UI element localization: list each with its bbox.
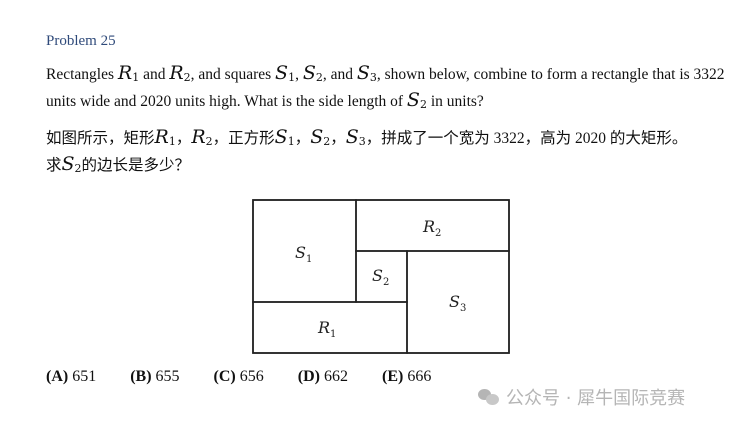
text: 如图所示，矩形 xyxy=(46,130,155,147)
math-S3: S3 xyxy=(356,62,377,84)
text: ， xyxy=(330,130,346,147)
label-r1: R1 xyxy=(317,318,336,340)
text: , xyxy=(295,66,303,83)
text: in units? xyxy=(426,93,484,110)
text: 的边长是多少？ xyxy=(81,157,191,174)
text: ，正方形 xyxy=(212,130,275,147)
choice-c: (C) 656 xyxy=(213,368,264,385)
watermark-text: 公众号 · 犀牛国际竞赛 xyxy=(506,388,686,409)
math-S3: S3 xyxy=(345,126,366,148)
math-S1: S1 xyxy=(274,126,295,148)
text: and xyxy=(139,66,170,83)
problem-statement-chinese: 如图所示，矩形R1，R2，正方形S1，S2，S3，拼成了一个宽为 3322，高为… xyxy=(46,126,726,180)
answer-choices: (A) 651 (B) 655 (C) 656 (D) 662 (E) 666 xyxy=(46,368,461,386)
text: ， xyxy=(294,130,311,147)
label-r2: R2 xyxy=(422,217,441,239)
text: , and xyxy=(322,66,357,83)
watermark: 公众号 · 犀牛国际竞赛 xyxy=(478,384,685,410)
math-S2: S2 xyxy=(310,126,331,148)
problem-statement-english: Rectangles R1 and R2, and squares S1, S2… xyxy=(46,62,726,116)
problem-title: Problem 25 xyxy=(46,33,116,49)
text: , shown below, combine to form a rectang… xyxy=(46,66,725,110)
math-R1: R1 xyxy=(117,62,140,84)
choice-a: (A) 651 xyxy=(46,368,97,385)
choice-b: (B) 655 xyxy=(130,368,180,385)
math-R2: R2 xyxy=(169,62,191,84)
math-R2: R2 xyxy=(191,126,213,148)
choice-e: (E) 666 xyxy=(381,368,432,385)
math-R1: R1 xyxy=(154,126,176,148)
math-S2: S2 xyxy=(302,62,323,84)
rectangle-tiling-diagram: S1 R2 S2 S3 R1 xyxy=(252,199,510,354)
wechat-icon xyxy=(478,388,500,406)
text: , and squares xyxy=(190,66,276,83)
text: ，拼成了一个宽为 3322，高为 2020 的大矩形。 xyxy=(365,130,688,147)
choice-d: (D) 662 xyxy=(297,368,348,385)
math-S1: S1 xyxy=(275,62,296,84)
label-s3: S3 xyxy=(449,292,466,314)
label-s1: S1 xyxy=(295,243,312,265)
label-s2: S2 xyxy=(372,266,389,288)
text: ， xyxy=(175,130,192,147)
math-S2: S2 xyxy=(406,89,427,111)
math-S2: S2 xyxy=(61,153,82,175)
text: Rectangles xyxy=(46,66,118,83)
rectangle-r1 xyxy=(252,301,408,354)
text: 求 xyxy=(46,157,62,174)
